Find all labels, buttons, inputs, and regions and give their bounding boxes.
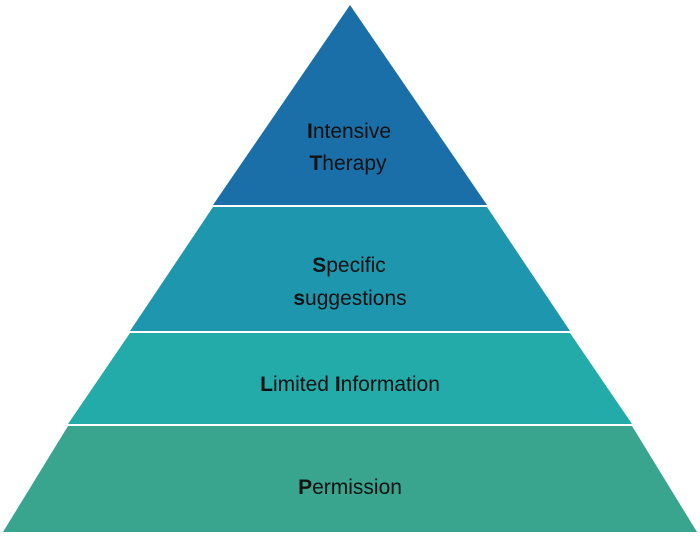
tier-label-specific-suggestions: Specific — [312, 254, 386, 277]
tier-label-intensive-therapy: Intensive — [307, 120, 391, 143]
tier-specific-suggestions — [130, 207, 570, 331]
tier-limited-information — [68, 333, 632, 424]
tier-label-specific-suggestions-line2: suggestions — [293, 287, 406, 310]
tier-label-permission: Permission — [298, 476, 402, 499]
tier-intensive-therapy — [213, 5, 487, 205]
tier-label-intensive-therapy-line2: Therapy — [309, 152, 387, 175]
tier-permission — [3, 426, 697, 532]
tier-label-limited-information: Limited Information — [260, 373, 440, 396]
